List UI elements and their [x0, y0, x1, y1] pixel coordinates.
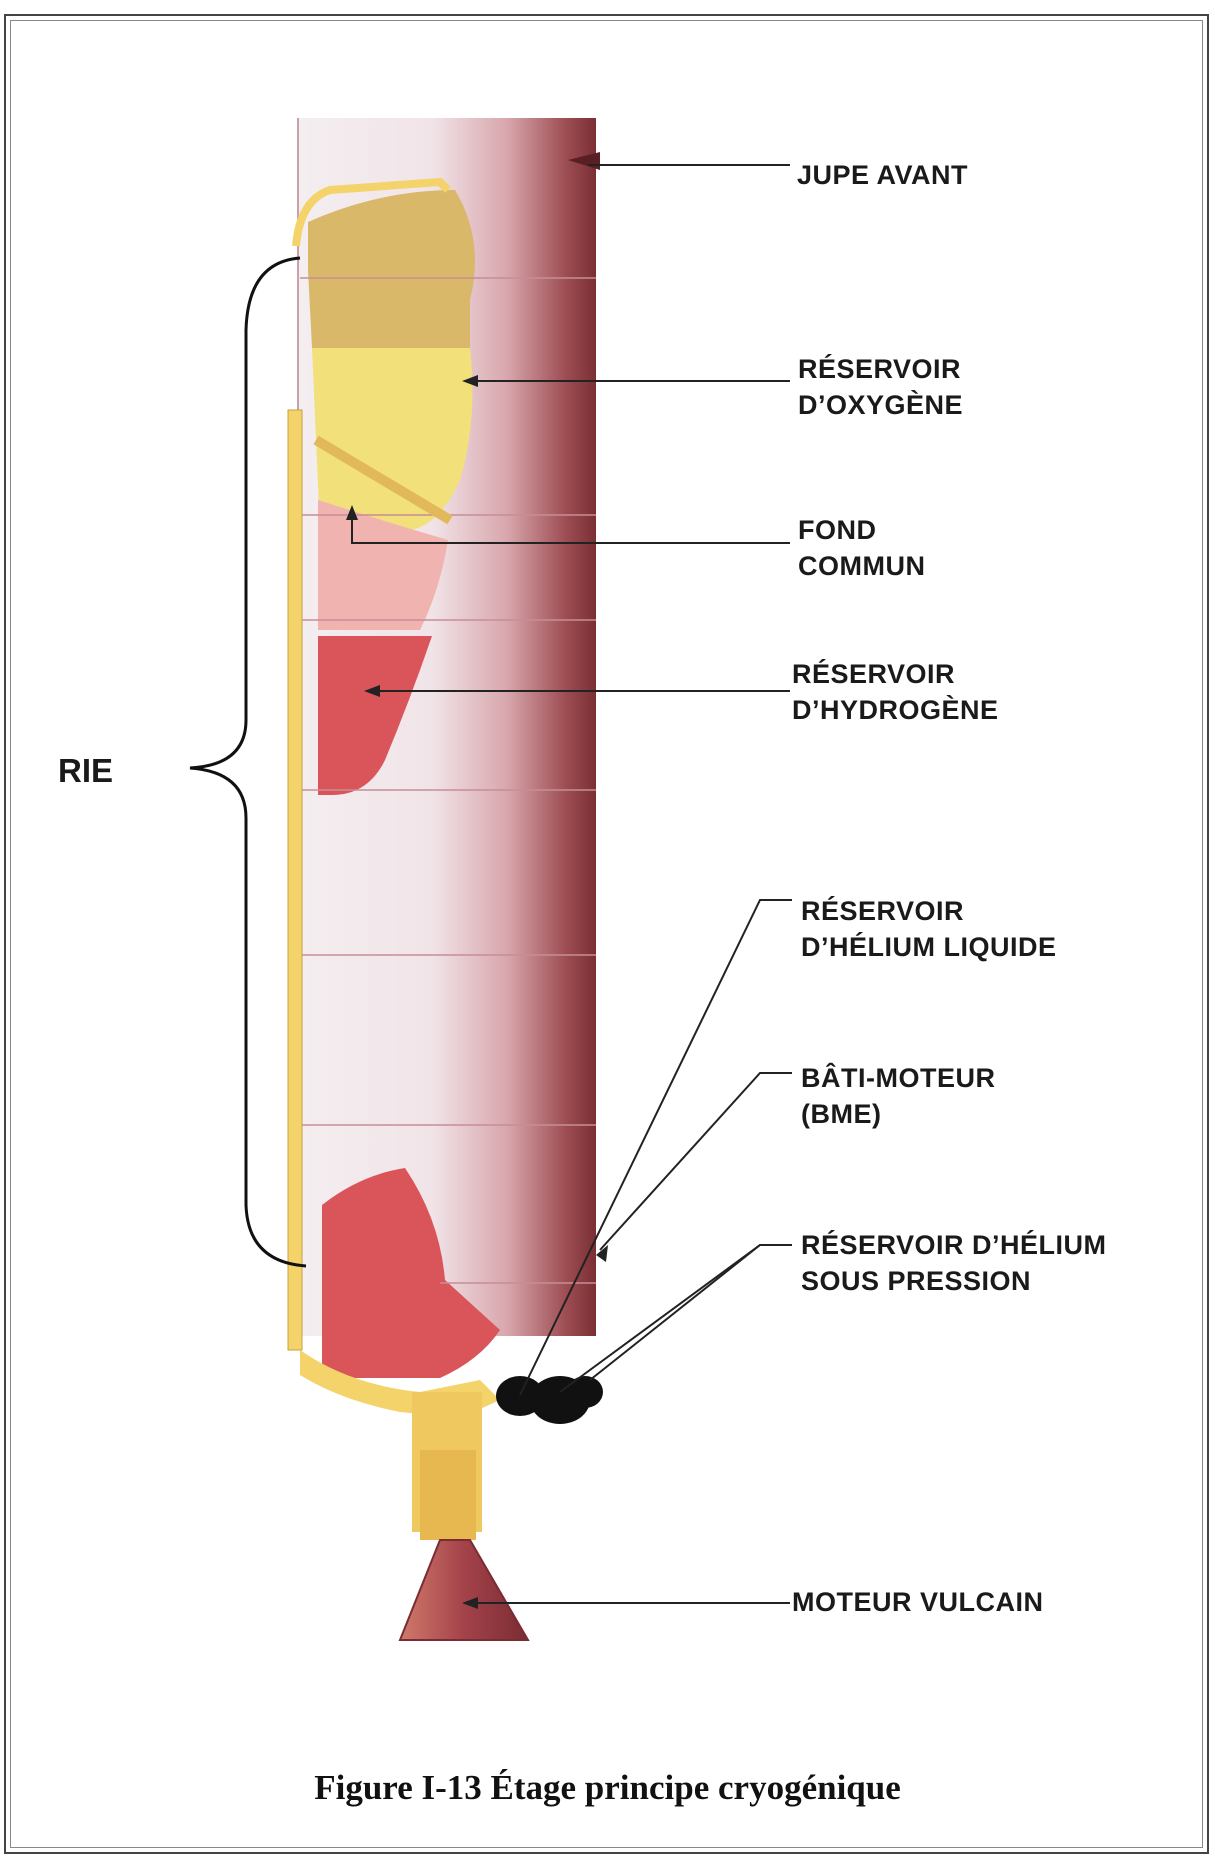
label-helium-pression-line2: SOUS PRESSION [801, 1264, 1031, 1299]
feed-line [288, 410, 302, 1350]
label-helium-liquide-line2: D’HÉLIUM LIQUIDE [801, 930, 1057, 965]
helium-pressure-bottles [496, 1376, 603, 1424]
label-jupe-avant: JUPE AVANT [797, 158, 968, 193]
figure-caption: Figure I-13 Étage principe cryogénique [0, 1768, 1215, 1808]
label-moteur-vulcain: MOTEUR VULCAIN [792, 1585, 1044, 1620]
label-reservoir-oxygene-line1: RÉSERVOIR [798, 352, 961, 387]
label-bati-moteur-line2: (BME) [801, 1097, 881, 1132]
oxygen-tank-upper [308, 190, 475, 348]
label-reservoir-hydrogene-line2: D’HYDROGÈNE [792, 693, 999, 728]
label-helium-liquide-line1: RÉSERVOIR [801, 894, 964, 929]
label-reservoir-oxygene-line2: D’OXYGÈNE [798, 388, 963, 423]
label-fond-commun-line2: COMMUN [798, 549, 925, 584]
label-rie: RIE [58, 752, 113, 790]
leader-bati-moteur [600, 1073, 792, 1250]
label-helium-pression-line1: RÉSERVOIR D’HÉLIUM [801, 1228, 1107, 1263]
label-reservoir-hydrogene-line1: RÉSERVOIR [792, 657, 955, 692]
label-bati-moteur-line1: BÂTI-MOTEUR [801, 1061, 995, 1096]
engine-structure [300, 1350, 500, 1540]
label-fond-commun-line1: FOND [798, 513, 877, 548]
